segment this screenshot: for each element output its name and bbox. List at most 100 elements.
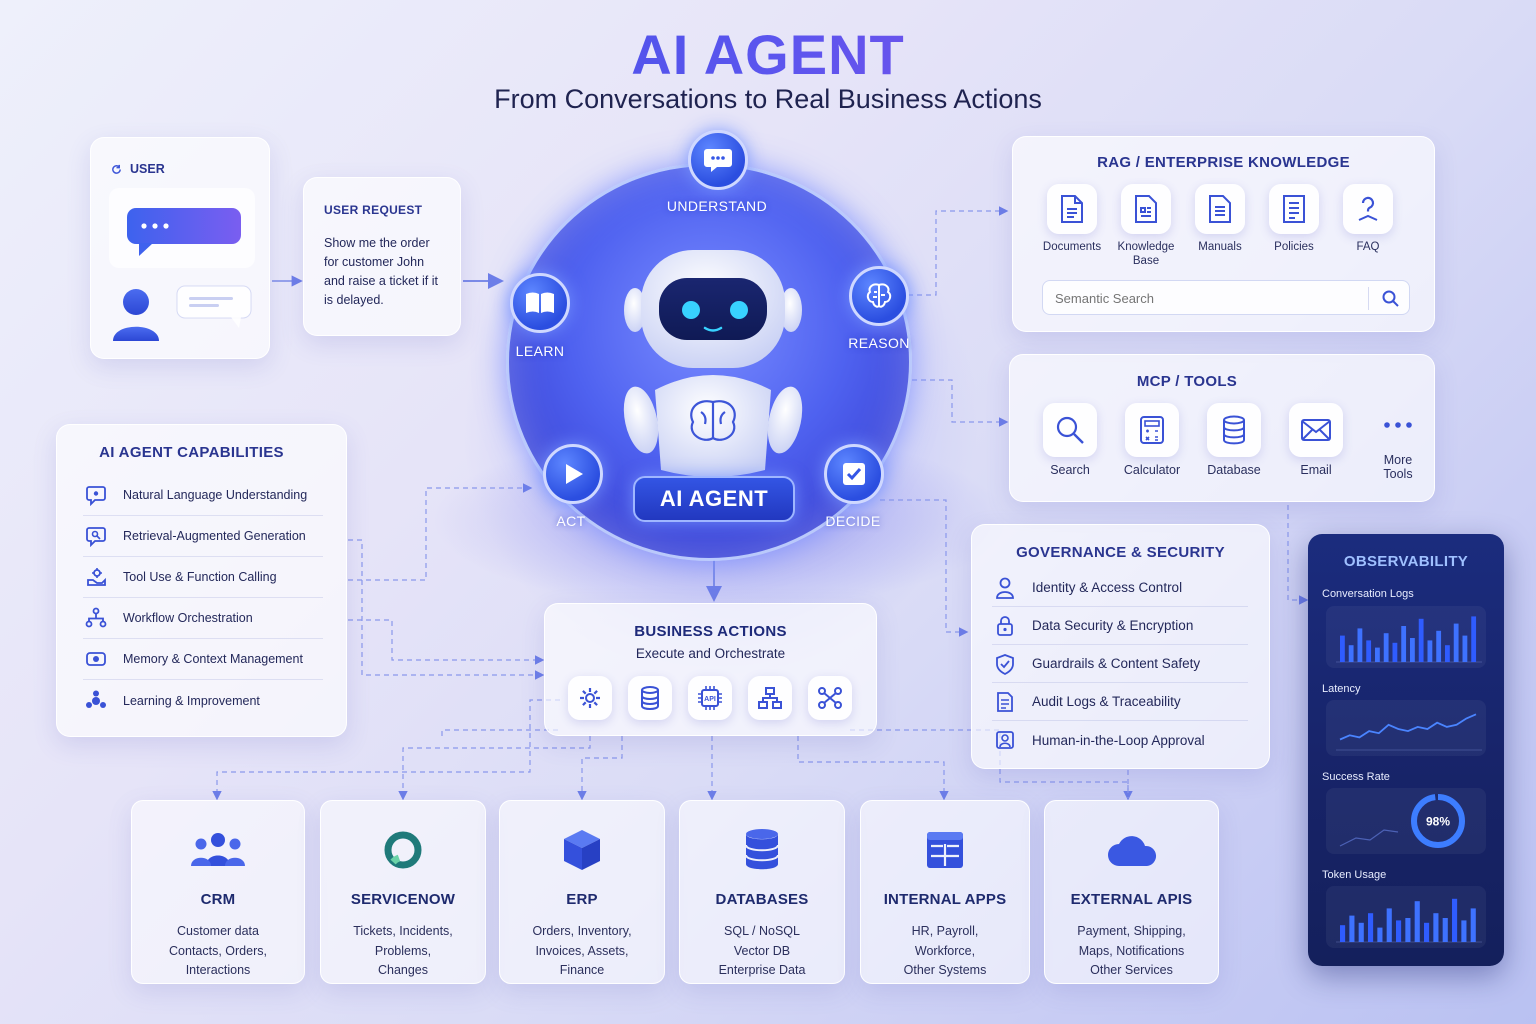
tool-search[interactable]: Search xyxy=(1029,403,1111,481)
user-refresh-icon xyxy=(112,164,121,174)
rag-title: RAG / ENTERPRISE KNOWLEDGE xyxy=(1097,154,1350,171)
system-desc: Tickets, Incidents, Problems, Changes xyxy=(353,924,453,977)
latency-line xyxy=(1339,713,1477,741)
user-request-card: USER REQUEST Show me the order for custo… xyxy=(303,177,461,336)
robot-icon xyxy=(623,250,803,477)
faq-icon xyxy=(1343,184,1393,234)
capability-row: Memory & Context Management xyxy=(83,639,323,680)
document-icon xyxy=(1047,184,1097,234)
governance-label: Audit Logs & Traceability xyxy=(1032,694,1181,709)
tools-panel: MCP / TOOLS Search Calculator Database E… xyxy=(1009,354,1435,502)
rag-item-faq[interactable]: FAQ xyxy=(1331,184,1405,268)
hierarchy-icon[interactable] xyxy=(748,676,792,720)
system-title: INTERNAL APPS xyxy=(883,891,1007,908)
tool-label: Email xyxy=(1300,463,1332,477)
understand-label: UNDERSTAND xyxy=(666,198,768,214)
link-business-to-servicenow xyxy=(398,736,591,801)
learning-icon xyxy=(83,688,109,714)
network-icon[interactable] xyxy=(808,676,852,720)
database-icon xyxy=(1207,403,1261,457)
token-bar xyxy=(1340,925,1346,942)
token-bar xyxy=(1377,927,1383,942)
conversation-bar xyxy=(1366,640,1372,662)
governance-row: Human-in-the-Loop Approval xyxy=(992,721,1248,759)
token-bar xyxy=(1442,918,1448,942)
act-node[interactable] xyxy=(543,444,603,504)
retrieval-icon xyxy=(83,523,109,549)
system-title: ERP xyxy=(566,891,598,908)
brain-icon xyxy=(866,283,892,308)
reason-label: REASON xyxy=(848,335,910,351)
system-title: SERVICENOW xyxy=(350,891,456,908)
understand-node[interactable] xyxy=(688,130,748,190)
link-business-to-crm xyxy=(212,699,560,801)
governance-label: Identity & Access Control xyxy=(1032,580,1183,595)
governance-row: Audit Logs & Traceability xyxy=(992,683,1248,721)
page-subtitle: From Conversations to Real Business Acti… xyxy=(494,84,1042,114)
tool-more[interactable]: More Tools xyxy=(1357,403,1439,481)
semantic-search-input[interactable] xyxy=(1055,288,1355,308)
link-tools-to-observability xyxy=(1287,505,1309,605)
capability-row: Natural Language Understanding xyxy=(83,475,323,516)
rag-item-knowledge-base[interactable]: Knowledge Base xyxy=(1109,184,1183,268)
user-request-title: USER REQUEST xyxy=(324,203,423,217)
memory-icon xyxy=(83,646,109,672)
system-desc: SQL / NoSQL Vector DB Enterprise Data xyxy=(718,924,806,977)
rag-item-label: FAQ xyxy=(1356,241,1380,253)
checkbox-icon xyxy=(843,463,865,485)
token-bar xyxy=(1368,913,1374,942)
search-icon[interactable] xyxy=(1382,290,1399,307)
capability-label: Natural Language Understanding xyxy=(123,488,308,502)
system-card-external-apis[interactable]: EXTERNAL APIS Payment, Shipping, Maps, N… xyxy=(1044,800,1219,984)
rag-item-manuals[interactable]: Manuals xyxy=(1183,184,1257,268)
chat-bubble-icon xyxy=(127,208,241,256)
decide-node[interactable] xyxy=(824,444,884,504)
learn-node[interactable] xyxy=(510,273,570,333)
capabilities-title: AI AGENT CAPABILITIES xyxy=(99,444,284,461)
reason-node[interactable] xyxy=(849,266,909,326)
system-desc: Customer data Contacts, Orders, Interact… xyxy=(169,924,267,977)
governance-title: GOVERNANCE & SECURITY xyxy=(1016,544,1225,561)
conversation-bar xyxy=(1401,626,1407,662)
tool-database[interactable]: Database xyxy=(1193,403,1275,481)
link-capabilities-to-act xyxy=(348,483,533,581)
gear-icon[interactable] xyxy=(568,676,612,720)
learn-label: LEARN xyxy=(515,343,565,359)
system-card-internal-apps[interactable]: INTERNAL APPS HR, Payroll, Workforce, Ot… xyxy=(860,800,1030,984)
capabilities-panel: AI AGENT CAPABILITIES Natural Language U… xyxy=(56,424,347,737)
capability-label: Workflow Orchestration xyxy=(123,611,253,625)
conversation-bar xyxy=(1392,642,1398,662)
token-bar xyxy=(1452,898,1458,942)
tool-calculator[interactable]: Calculator xyxy=(1111,403,1193,481)
lock-icon xyxy=(992,613,1018,639)
database-stack-icon[interactable] xyxy=(628,676,672,720)
capability-row: Retrieval-Augmented Generation xyxy=(83,516,323,557)
link-decide-to-governance xyxy=(880,499,969,637)
governance-row: Guardrails & Content Safety xyxy=(992,645,1248,683)
token-bar xyxy=(1358,922,1364,942)
governance-row: Identity & Access Control xyxy=(992,569,1248,607)
tool-label: Database xyxy=(1207,463,1261,477)
link-capabilities-to-business-2 xyxy=(348,619,545,665)
system-card-servicenow[interactable]: SERVICENOW Tickets, Incidents, Problems,… xyxy=(320,800,486,984)
api-chip-icon[interactable]: API xyxy=(688,676,732,720)
success-rate-value: 98% xyxy=(1426,815,1450,829)
system-card-crm[interactable]: CRM Customer data Contacts, Orders, Inte… xyxy=(131,800,305,984)
link-business-to-internal xyxy=(797,736,949,801)
user-avatar-icon xyxy=(113,289,159,341)
tools-title: MCP / TOOLS xyxy=(1136,373,1238,390)
system-card-erp[interactable]: ERP Orders, Inventory, Invoices, Assets,… xyxy=(499,800,665,984)
chat-icon xyxy=(704,149,732,172)
rag-item-documents[interactable]: Documents xyxy=(1035,184,1109,268)
semantic-search-box[interactable] xyxy=(1042,280,1410,315)
tool-email[interactable]: Email xyxy=(1275,403,1357,481)
rag-item-policies[interactable]: Policies xyxy=(1257,184,1331,268)
system-card-databases[interactable]: DATABASES SQL / NoSQL Vector DB Enterpri… xyxy=(679,800,845,984)
shield-icon xyxy=(992,651,1018,677)
capability-row: Tool Use & Function Calling xyxy=(83,557,323,598)
user-panel: USER xyxy=(90,137,270,359)
api-chip-text: API xyxy=(704,696,716,703)
governance-list: Identity & Access Control Data Security … xyxy=(992,569,1248,759)
conversation-bar xyxy=(1436,630,1442,662)
token-bar xyxy=(1396,920,1402,942)
